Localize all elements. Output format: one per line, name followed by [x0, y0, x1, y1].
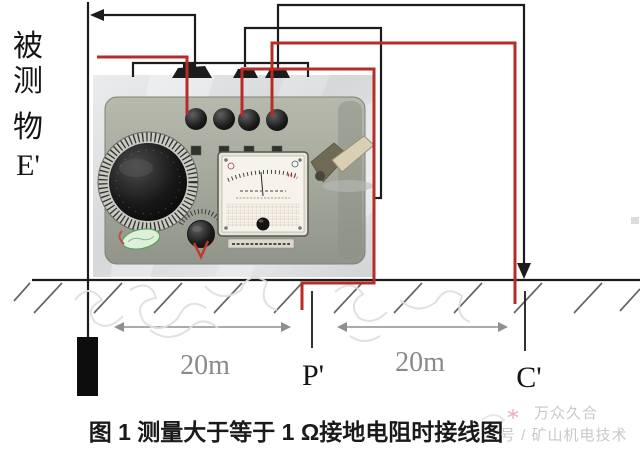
instrument-photo: [93, 62, 375, 277]
figure-caption: 图 1 测量大于等于 1 Ω接地电阻时接线图: [89, 419, 504, 445]
measured-object-terminal-label: E': [16, 149, 40, 182]
meter-scale-red-band: [287, 173, 298, 180]
ground-hatching: [13, 282, 640, 314]
dimension-lines: [114, 322, 508, 332]
c-probe-label: C': [516, 361, 541, 394]
meter-symbol-left: [227, 162, 235, 170]
lead-p2: [243, 26, 383, 200]
red-wire-c: [270, 41, 517, 304]
zero-adjust-knob: [178, 209, 225, 248]
watermark-scribbles: [74, 217, 639, 439]
dim-arrow-right-2: [498, 322, 508, 332]
meter-needle: [260, 171, 264, 197]
dim-arrow-left-2: [337, 322, 347, 332]
text-labels: 被 测 物 E' P' C' 20m 20m 图 1 测量大于等于 1 Ω接地电…: [13, 30, 542, 445]
black-leads: [86, 2, 531, 337]
terminal-post-4: [266, 109, 288, 131]
meter-adjust-knob: [256, 217, 270, 231]
meter-screw: [298, 158, 302, 162]
dial-tick-ring: [98, 132, 198, 232]
crank-shadow: [323, 180, 373, 192]
measured-object-char-2: 测: [13, 65, 43, 98]
clamp-1-jaw: [183, 62, 196, 69]
distance-label-right: 20m: [395, 347, 445, 378]
measured-object-char-1: 被: [13, 30, 43, 63]
meter-window: [217, 151, 309, 237]
p-probe-label: P': [302, 359, 324, 392]
arrowhead-to-c: [517, 263, 531, 279]
measured-object-electrode: [77, 337, 98, 396]
distance-label-left: 20m: [180, 350, 230, 381]
ground-assembly: [13, 278, 640, 396]
lead-clamps: [172, 62, 290, 78]
red-wire-p: [240, 67, 376, 310]
meter-screw: [224, 158, 228, 162]
watermark-fragment: [631, 217, 639, 224]
brand-name: 万众久合: [534, 405, 598, 422]
brand-watermark: 万众久合 号 / 矿山机电技术: [500, 405, 628, 444]
brand-account: 号 / 矿山机电技术: [500, 427, 628, 444]
rheostat-dial: [97, 131, 199, 233]
clamp-1: [172, 66, 212, 78]
dim-arrow-right-1: [281, 322, 291, 332]
terminal-post-1: [185, 108, 207, 130]
meter-symbol-right: [291, 160, 299, 168]
crank-handle: [310, 135, 375, 192]
red-sticker-edge: [118, 230, 125, 245]
lead-c2: [276, 3, 526, 263]
red-wires: [97, 41, 517, 310]
meter-screw: [298, 226, 302, 230]
measured-object-char-3: 物: [13, 111, 43, 144]
terminal-post-2: [213, 108, 235, 130]
arrowhead-to-e: [90, 9, 104, 21]
meter-screw: [224, 226, 228, 230]
red-check-mark: [192, 240, 210, 260]
panel-side-shade: [338, 101, 362, 259]
red-wire-e: [97, 55, 189, 114]
dim-arrow-left-1: [114, 322, 124, 332]
asterisk-mark: [507, 409, 519, 419]
terminal-label-1: [190, 145, 202, 156]
lead-to-e: [104, 13, 197, 68]
